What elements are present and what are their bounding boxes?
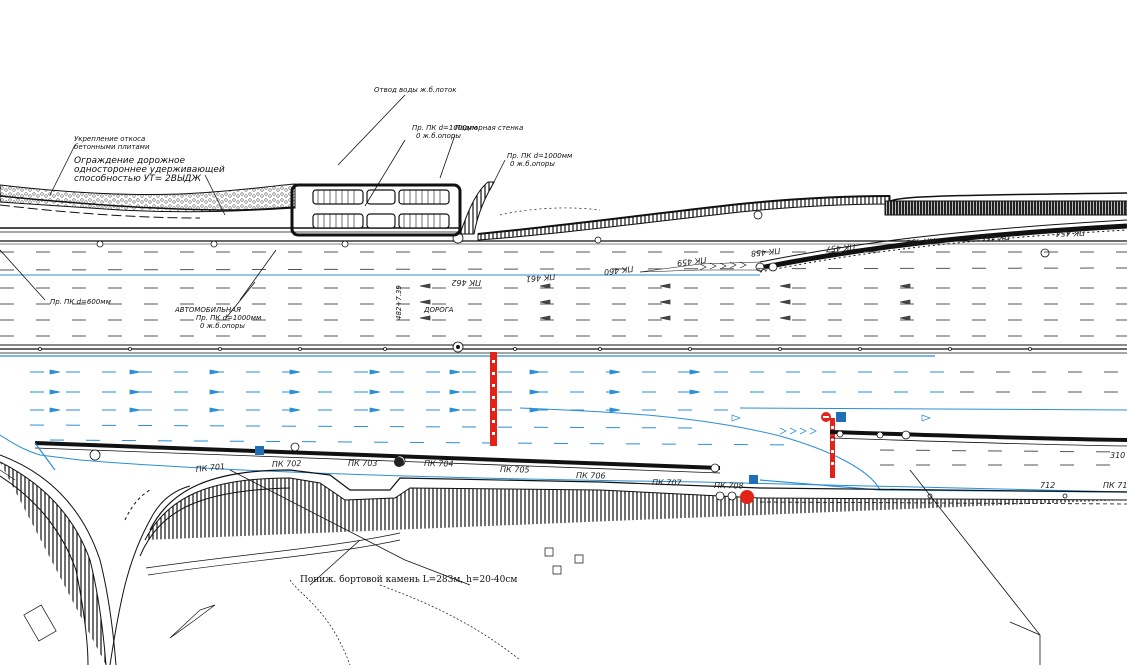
leader-lines	[0, 94, 1041, 665]
label-road-2: ДОРОГА	[423, 306, 454, 314]
annotations: Укрепление откоса бетонными плитами Огра…	[50, 86, 1125, 585]
picket-label: ПК 706	[576, 471, 606, 481]
picket-label: ПК 459	[676, 255, 706, 268]
label-rails-2: одностороннее удерживающей	[74, 165, 225, 175]
label-pipe-top: Пр. ПК d=1000мм	[412, 124, 478, 132]
picket-label: ПК 705	[500, 465, 530, 475]
label-retaining-wall: Подпорная стенка	[455, 124, 523, 132]
label-right-310: 310	[1110, 451, 1125, 460]
label-pipe-left: Пр. ПК d=600мм	[50, 298, 112, 306]
misc-details	[0, 207, 601, 666]
picket-label: ПК 461	[525, 272, 555, 284]
picket-label: ПК 456	[905, 236, 935, 247]
picket-label: ПК 454	[1055, 228, 1085, 238]
label-kilometer: 482+7.39	[395, 285, 403, 320]
picket-label: ПК 708	[714, 481, 744, 491]
label-road-sub: Пр. ПК d=1000мм	[196, 314, 262, 322]
label-ditch: Отвод воды ж.б.лоток	[374, 86, 457, 94]
top-road-edge	[0, 181, 1127, 273]
label-curb: Пониж. бортовой камень L=283м, h=20-40см	[300, 574, 517, 585]
picket-label: ПК 457	[825, 242, 856, 254]
road-signs	[255, 345, 846, 504]
picket-label: ПК 702	[272, 459, 302, 469]
label-pipe-top-sub: 0 ж.б.опоры	[416, 132, 461, 140]
picket-label: ПК 455	[980, 232, 1010, 243]
picket-label: ПК 458	[750, 246, 780, 258]
label-rails-3: способностью УТ= 2ВЫДЖ	[74, 174, 201, 184]
label-road: АВТОМОБИЛЬНАЯ	[174, 306, 241, 314]
picket-label: ПК 462	[451, 278, 481, 287]
label-reinforced-slope: Укрепление откоса	[74, 135, 145, 143]
picket-label: ПК 707	[652, 478, 683, 488]
pickets-top: ПК 462 ПК 461 ПК 460 ПК 459 ПК 458 ПК 45…	[451, 228, 1085, 287]
median-barrier	[0, 341, 1127, 357]
picket-label: ПК 460	[603, 264, 633, 277]
pickets-bottom: ПК 701 ПК 702 ПК 703 ПК 704 ПК 705 ПК 70…	[195, 459, 1127, 491]
picket-label: ПК 704	[424, 459, 454, 469]
label-pipe-right: Пр. ПК d=1000мм	[507, 152, 573, 160]
label-rails: Ограждение дорожное	[74, 156, 185, 166]
upper-carriageway	[0, 251, 1127, 337]
picket-label: ПК 713	[1103, 481, 1127, 490]
picket-label: 712	[1040, 481, 1055, 490]
label-road-sub-2: 0 ж.б.опоры	[200, 322, 245, 330]
lower-road-edge	[0, 430, 1127, 666]
label-pipe-right-sub: 0 ж.б.опоры	[510, 160, 555, 168]
picket-label: ПК 703	[348, 459, 378, 468]
picket-label: ПК 701	[195, 462, 225, 474]
label-reinforced-slope-2: бетонными плитами	[74, 143, 150, 151]
lower-carriageway	[0, 352, 1127, 493]
